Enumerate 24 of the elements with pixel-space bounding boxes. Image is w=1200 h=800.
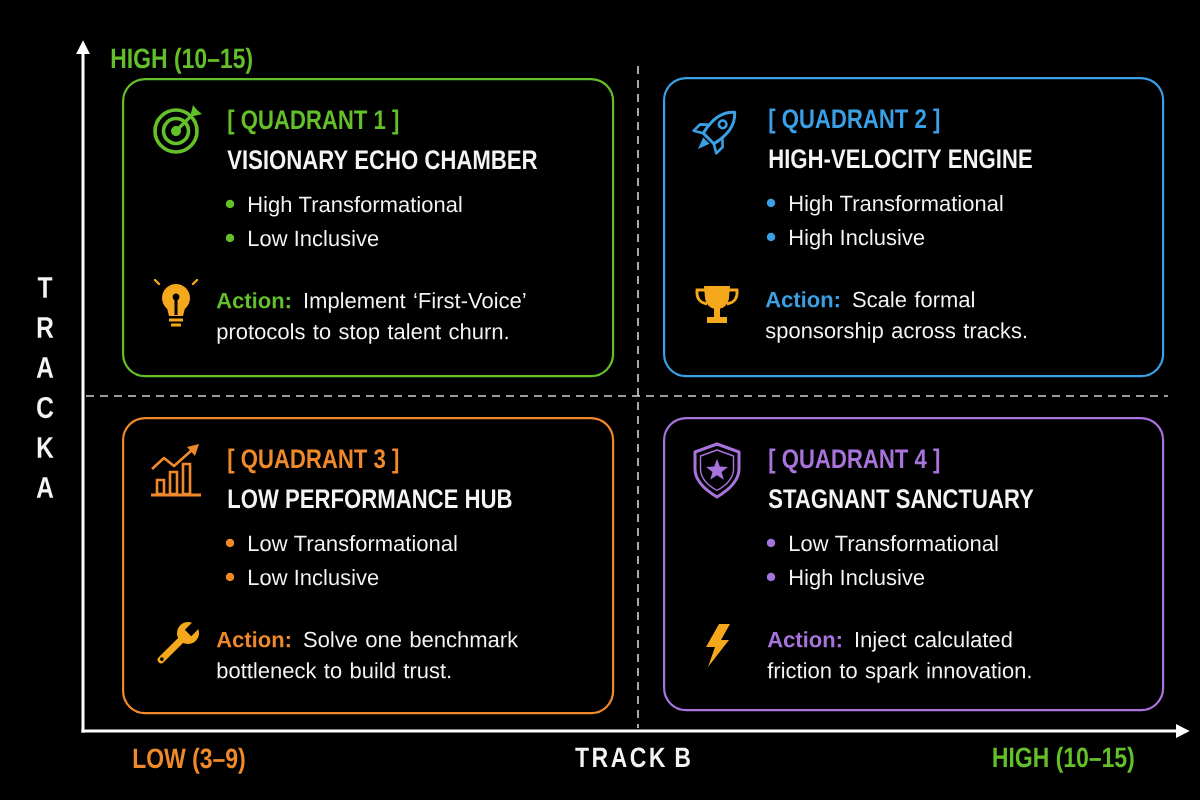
action-text: Action: Scale formal sponsorship across tracks.: [765, 291, 1027, 343]
bullet-item: High Transformational: [249, 196, 462, 217]
axis-label: LOW (3–9): [133, 747, 245, 774]
bullet-item: High Inclusive: [790, 229, 925, 250]
bullet-item: High Inclusive: [790, 569, 925, 590]
bullet-item: Low Inclusive: [249, 569, 379, 586]
quadrant-label: [ QUADRANT 1 ]: [228, 109, 399, 135]
axis-label: TRACK A: [36, 277, 54, 498]
quadrant-label: [ QUADRANT 2 ]: [769, 108, 940, 134]
quadrant-title: STAGNANT SANCTUARY: [768, 489, 1034, 509]
quadrant-title: LOW PERFORMANCE HUB: [228, 489, 512, 509]
action-text: Action: Implement ‘First-Voice’ protocols to stop talent churn.: [216, 292, 526, 344]
quadrant-title: HIGH-VELOCITY ENGINE: [769, 149, 1032, 169]
action-text: Action: Inject calculated friction to spark innovation.: [767, 631, 1031, 683]
bullet-item: Low Inclusive: [249, 230, 379, 247]
axis-label: TRACK B: [575, 747, 690, 768]
quadrant-label: [ QUADRANT 3 ]: [228, 448, 399, 474]
action-text: Action: Solve one benchmark bottleneck to build trust.: [216, 631, 519, 679]
bullet-item: High Transformational: [790, 195, 1003, 216]
axis-label: HIGH (10–15): [993, 746, 1134, 773]
bullet-item: Low Transformational: [790, 535, 998, 552]
quadrant-title: VISIONARY ECHO CHAMBER: [227, 150, 538, 170]
quadrant-label: [ QUADRANT 4 ]: [769, 448, 940, 474]
bullet-item: Low Transformational: [249, 535, 457, 552]
